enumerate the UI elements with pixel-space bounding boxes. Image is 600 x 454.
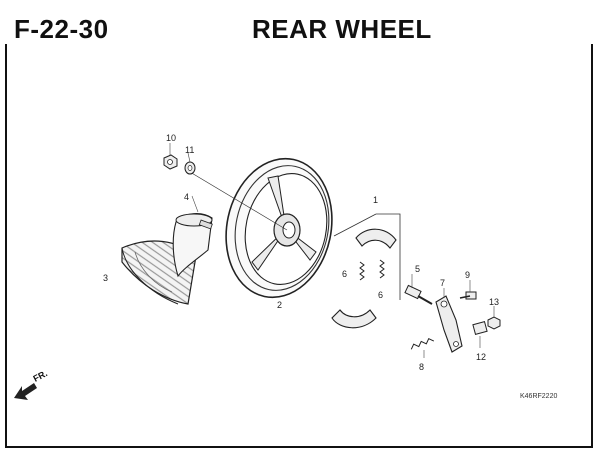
callout-3: 3 (103, 273, 108, 283)
arm-bolt-part[interactable] (459, 291, 477, 300)
callout-8: 8 (419, 362, 424, 372)
inner-tube-part[interactable] (172, 213, 213, 278)
front-arrow-icon (14, 383, 37, 400)
axle-nut-part[interactable] (163, 154, 178, 170)
callout-4: 4 (184, 192, 189, 202)
diagram-title: REAR WHEEL (252, 14, 432, 44)
diagram-frame (5, 44, 593, 448)
callout-12: 12 (476, 352, 486, 362)
callout-7: 7 (440, 278, 445, 288)
brake-arm-part[interactable] (435, 295, 463, 353)
brake-cam-part[interactable] (404, 284, 433, 305)
brake-spring-part[interactable] (359, 261, 365, 281)
reference-code: K46RF2220 (520, 393, 558, 400)
brake-shoe-set-part[interactable] (331, 213, 401, 329)
washer-part[interactable] (184, 161, 196, 175)
collar-part[interactable] (472, 321, 488, 335)
callout-6b: 6 (378, 290, 383, 300)
brake-spring-part-2[interactable] (379, 259, 385, 279)
callout-1: 1 (373, 195, 378, 205)
callout-5: 5 (415, 264, 420, 274)
arm-spring-part[interactable] (410, 337, 435, 350)
callout-11: 11 (185, 145, 194, 155)
callout-9: 9 (465, 270, 470, 280)
callout-10: 10 (166, 133, 176, 143)
callout-6a: 6 (342, 269, 347, 279)
callout-13: 13 (489, 297, 499, 307)
arm-nut-part[interactable] (487, 316, 501, 330)
rear-wheel-rim-part[interactable] (189, 149, 344, 308)
callout-2: 2 (277, 300, 282, 310)
leader-lines (169, 143, 495, 358)
figure-code: F-22-30 (14, 14, 109, 44)
